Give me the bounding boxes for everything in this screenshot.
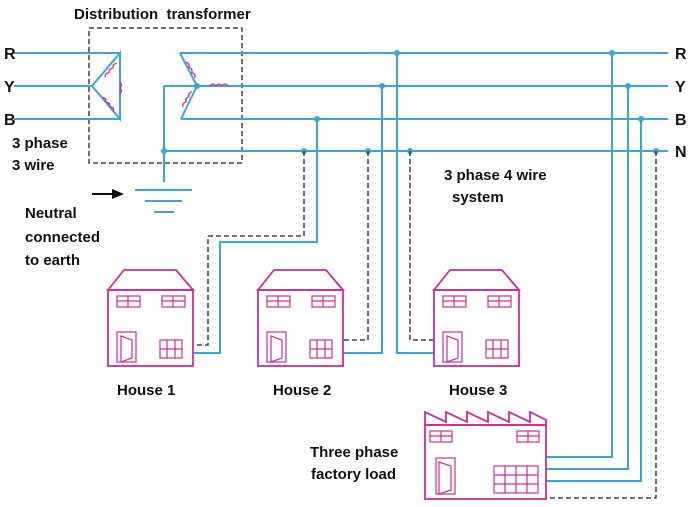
four-wire-label-line2: system xyxy=(452,189,504,206)
primary-lines xyxy=(14,52,120,120)
line-b-right-label: B xyxy=(675,112,687,129)
factory-connections xyxy=(546,53,657,499)
factory-icon xyxy=(424,410,547,500)
junction-nodes xyxy=(161,50,659,154)
factory-label-line2: factory load xyxy=(311,466,396,483)
primary-coil-icon xyxy=(102,62,123,112)
neutral-label-line2: connected xyxy=(25,229,100,246)
distribution-lines xyxy=(164,52,668,152)
neutral-label-line1: Neutral xyxy=(25,205,77,222)
house3-phase-connection xyxy=(396,53,434,354)
factory-label-line1: Three phase xyxy=(310,444,398,461)
star-secondary-winding xyxy=(163,52,242,182)
star-point-node xyxy=(194,83,200,89)
transformer-label: Distribution transformer xyxy=(74,6,251,23)
earth-arrow-icon xyxy=(92,189,124,199)
house3-neutral-connection xyxy=(409,151,434,341)
house-2-icon xyxy=(256,269,345,367)
three-phase-3wire-line2: 3 wire xyxy=(12,157,55,174)
transformer-enclosure xyxy=(88,27,243,164)
line-b-left-label: B xyxy=(4,112,16,129)
line-r-right-label: R xyxy=(675,46,687,63)
house3-label: House 3 xyxy=(449,382,507,399)
house-3-icon xyxy=(432,269,521,367)
line-y-right-label: Y xyxy=(675,79,686,96)
house2-neutral-connection xyxy=(343,151,369,341)
line-r-left-label: R xyxy=(4,46,16,63)
four-wire-label-line1: 3 phase 4 wire xyxy=(444,167,547,184)
line-n-right-label: N xyxy=(675,144,687,161)
line-y-left-label: Y xyxy=(4,79,15,96)
neutral-label-line3: to earth xyxy=(25,252,80,269)
three-phase-3wire-line1: 3 phase xyxy=(12,135,68,152)
earth-symbol-icon xyxy=(135,189,192,213)
house-1-icon xyxy=(106,269,195,367)
house1-neutral-connection xyxy=(193,151,305,346)
house2-phase-connection xyxy=(343,86,383,354)
secondary-coil-icon xyxy=(182,61,229,108)
house2-label: House 2 xyxy=(273,382,331,399)
house1-label: House 1 xyxy=(117,382,175,399)
house1-phase-connection xyxy=(193,119,318,354)
